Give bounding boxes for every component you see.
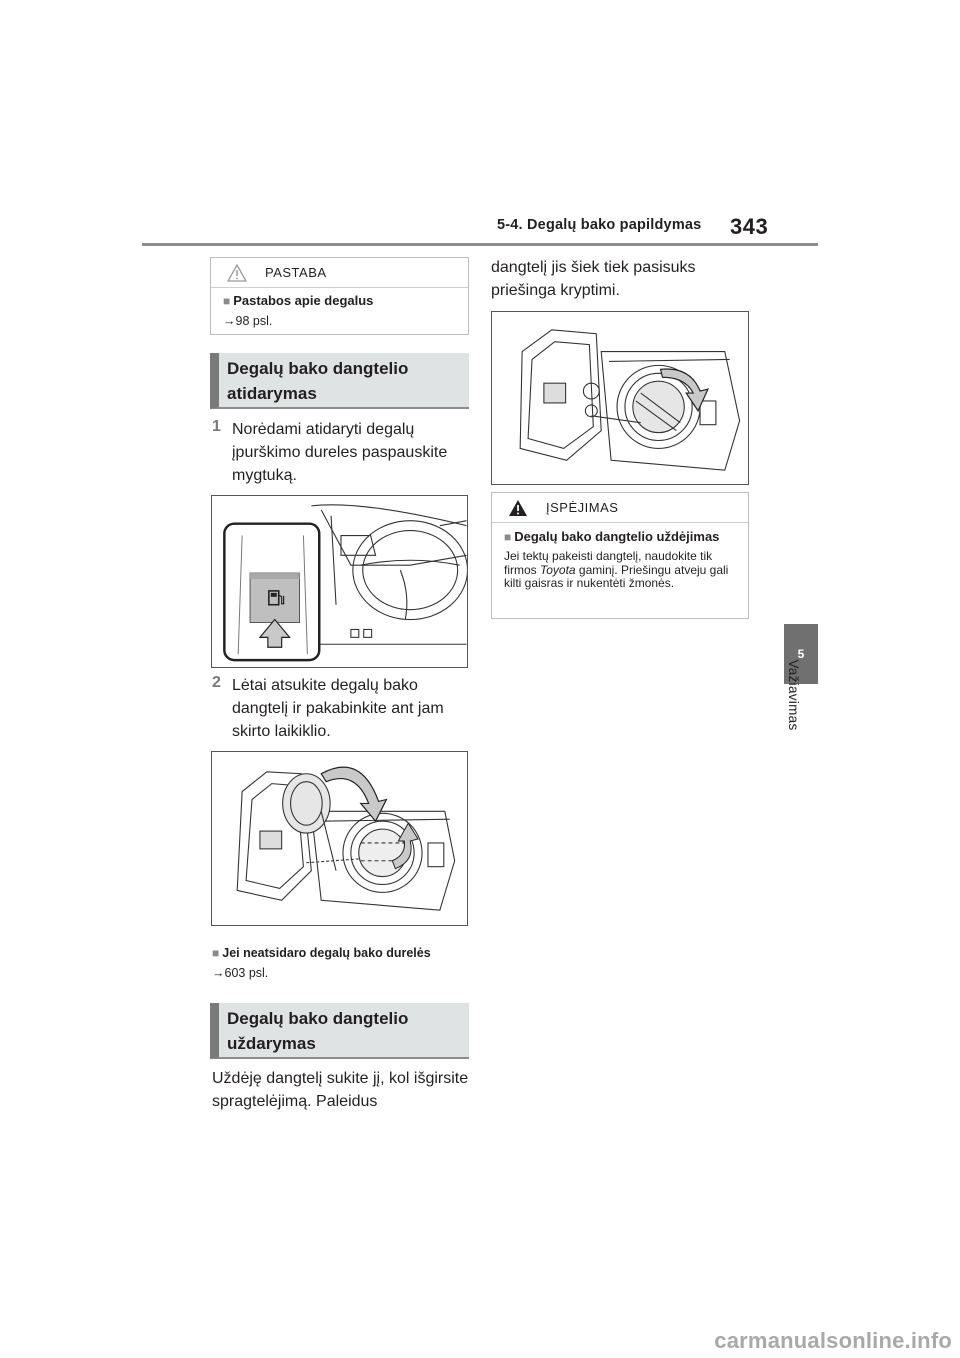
chapter-tab: 5 [784,624,818,684]
section-title-closing: Degalų bako dangtelio uždarymas [210,1003,469,1059]
closing-text-part2: dangtelį jis šiek tiek pasisuks priešing… [491,259,696,299]
warning-item: ■Degalų bako dangtelio uždėjimas [504,529,720,544]
page-number: 343 [730,214,769,239]
door-note-item: ■Jei neatsidaro degalų bako durelės [212,946,431,960]
figure-close-fuel-cap [491,311,749,485]
chapter-title: Važiavimas [786,659,801,731]
fuel-pump-icon [268,590,285,606]
rotate-arrow-icon [659,368,710,413]
notice-box: PASTABA ■Pastabos apie degalus →98 psl. [210,257,469,335]
arrow-up-icon [258,618,291,648]
warning-triangle-icon [509,499,527,516]
closing-text-part1: Uždėję dangtelį sukite jį, kol išgirsite… [212,1070,469,1110]
step-number-2: 2 [212,674,221,691]
step-number-1: 1 [212,418,221,435]
warning-text: Jei tektų pakeisti dangtelį, naudokite t… [504,549,729,590]
section-title-opening: Degalų bako dangtelio atidarymas [210,353,469,409]
square-bullet-icon: ■ [212,946,220,960]
notice-item: ■Pastabos apie degalus [223,293,374,308]
step-text-2: Lėtai atsukite degalų bako dangtelį ir p… [232,677,444,740]
door-note-ref: →603 psl. [212,966,269,980]
running-header: 5-4. Degalų bako papildymas [497,217,702,233]
figure-fuel-door-button [211,495,468,668]
notice-ref: →98 psl. [223,314,273,328]
warning-header: ĮSPĖJIMAS [492,493,748,523]
figure-open-fuel-cap [211,751,468,926]
step-text-1: Norėdami atidaryti degalų įpurškimo dure… [232,421,448,484]
brand-name: Toyota [540,562,576,577]
square-bullet-icon: ■ [504,530,512,544]
warning-title: ĮSPĖJIMAS [546,500,619,515]
header-rule [142,243,818,246]
watermark: carmanualsonline.info [714,1328,952,1353]
notice-header: PASTABA [211,258,468,288]
rotate-arrow-icon [320,766,388,823]
warning-triangle-icon [227,263,247,282]
square-bullet-icon: ■ [223,294,231,308]
warning-box: ĮSPĖJIMAS ■Degalų bako dangtelio uždėjim… [491,492,749,619]
notice-title: PASTABA [265,265,327,280]
